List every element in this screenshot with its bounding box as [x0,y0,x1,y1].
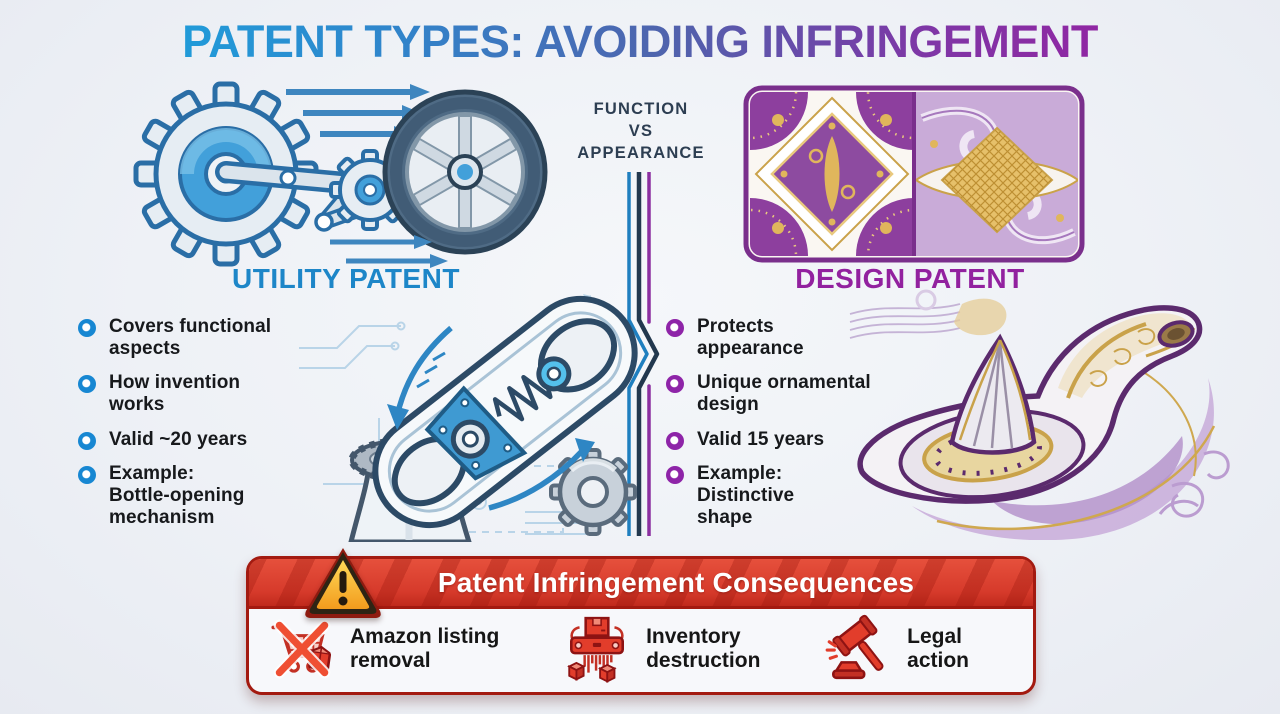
bullet-icon [78,431,96,450]
banner-body: Amazon listing removal [249,609,1033,692]
consequence-item: Legal action [822,613,969,685]
utility-bullet-list: Covers functional aspects How invention … [78,316,328,528]
bullet-text: Valid ~20 years [109,428,248,450]
center-line-2: VS [628,121,654,140]
center-line-3: APPEARANCE [577,143,705,162]
bullet-text: Covers functional aspects [109,316,272,359]
bullet-icon [78,319,96,337]
consequences-banner: Patent Infringement Consequences [246,548,1036,695]
motion-arrows [387,325,595,511]
tile-right [914,92,1078,256]
blueprint-gear [549,448,637,536]
list-item: Valid ~20 years [78,429,328,451]
bullet-text: Unique ornamental design [697,372,871,415]
bullet-icon [78,375,96,394]
juicer-body [857,305,1203,504]
bullet-text: Protects appearance [697,316,804,359]
list-item: Example: Bottle-opening mechanism [78,463,328,528]
bottle-opener-illustration [299,294,638,542]
bullet-text: How invention works [109,372,241,415]
bullet-text: Example: Distinctive shape [697,463,795,528]
bullet-icon [666,319,684,337]
banner-header: Patent Infringement Consequences [249,559,1033,609]
cart-x-icon [271,619,332,678]
flourish-background [849,289,1230,540]
gears-wheel-illustration [133,81,548,268]
list-item: Covers functional aspects [78,316,328,359]
design-patent-heading: DESIGN PATENT [795,263,1025,294]
function-vs-appearance-label: FUNCTION VS APPEARANCE [560,99,722,164]
warning-triangle-icon [305,548,381,618]
bullet-icon [666,466,684,485]
consequence-item: Amazon listing removal [265,613,499,685]
list-item: Example: Distinctive shape [666,463,921,528]
ornamental-tiles-illustration [743,85,1085,263]
consequence-label: Legal action [907,624,969,672]
utility-patent-heading: UTILITY PATENT [232,263,460,294]
wheel [382,89,548,255]
consequence-item: Inventory destruction [561,613,760,685]
banner-heading: Patent Infringement Consequences [437,566,915,598]
bullet-icon [666,375,684,394]
shredder-icon [567,616,625,683]
bullet-icon [78,466,96,485]
gavel-icon [825,614,884,679]
list-item: Protects appearance [666,316,921,359]
consequence-label: Inventory destruction [646,624,761,672]
list-item: How invention works [78,372,328,415]
consequence-label: Amazon listing removal [350,624,500,672]
design-bullet-list: Protects appearance Unique ornamental de… [666,316,921,528]
list-item: Valid 15 years [666,429,921,451]
page-title: PATENT TYPES: AVOIDING INFRINGEMENT [0,16,1280,68]
divider-chevron [627,172,660,536]
bullet-text: Example: Bottle-opening mechanism [109,463,245,528]
bullet-text: Valid 15 years [697,428,825,450]
list-item: Unique ornamental design [666,372,921,415]
opener-body [372,295,638,529]
juicer-illustration [849,289,1230,540]
center-line-1: FUNCTION [593,100,689,118]
bullet-icon [666,431,684,450]
